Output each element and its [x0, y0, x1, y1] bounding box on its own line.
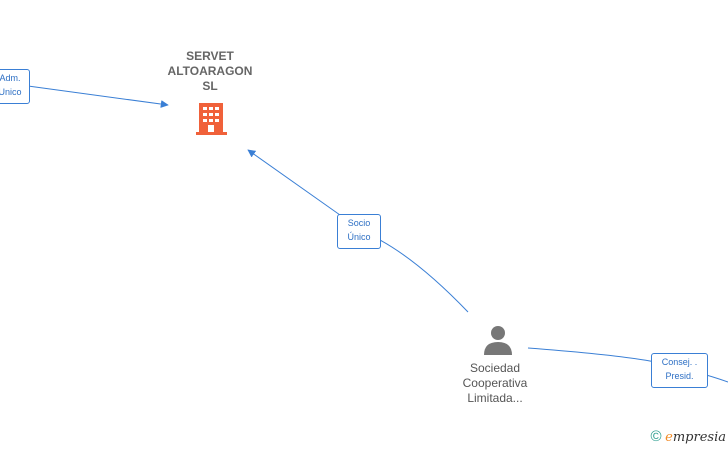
- building-icon[interactable]: [196, 103, 227, 135]
- edge-adm-unico: [27, 85, 169, 108]
- copyright-icon: ©: [650, 428, 662, 445]
- edge-label-socio-unico: Socio Único: [337, 214, 381, 249]
- edge-label-adm-unico: Adm. Unico: [0, 69, 30, 104]
- person-icon[interactable]: [484, 326, 512, 355]
- edge-label-consej-presid: Consej. . Presid.: [651, 353, 708, 388]
- brand-initial: e: [665, 430, 673, 445]
- empresia-watermark: © empresia: [650, 428, 726, 445]
- brand-name: mpresia: [672, 430, 726, 445]
- company-name[interactable]: SERVET ALTOARAGON SL: [167, 49, 253, 93]
- person-name[interactable]: Sociedad Cooperativa Limitada...: [462, 361, 528, 405]
